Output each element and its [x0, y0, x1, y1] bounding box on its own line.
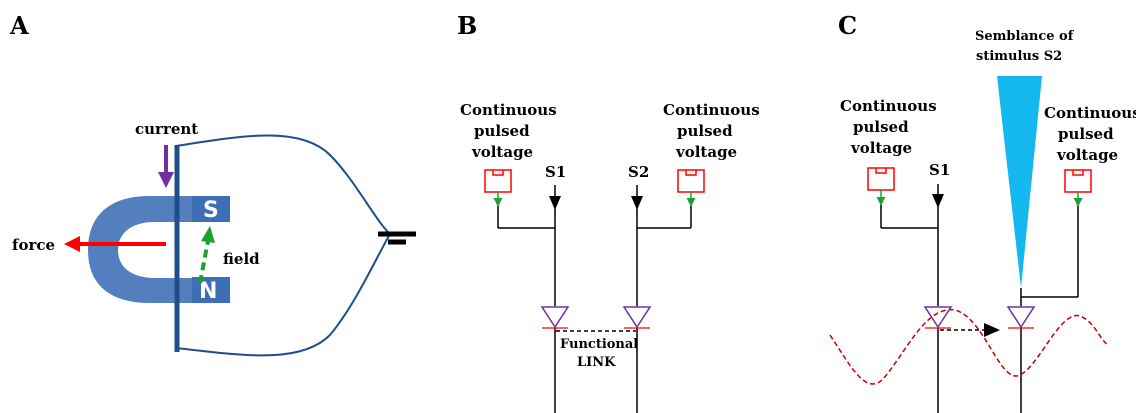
battery-icon: [378, 231, 416, 245]
horseshoe-magnet: S N: [88, 196, 230, 304]
c-left-source-line2: pulsed: [853, 118, 909, 136]
c-stimulus-cone: [997, 76, 1042, 288]
circuit-wire: [175, 134, 392, 357]
current-label: current: [135, 120, 198, 138]
b-left-source-line3: voltage: [471, 143, 533, 161]
c-s1-label: S1: [929, 161, 950, 179]
c-left-voltage-source-icon: [867, 167, 895, 206]
b-link-line1: Functional: [560, 337, 638, 352]
panel-a: A S N current force: [9, 11, 416, 357]
c-stimulus-line2: stimulus S2: [976, 49, 1062, 64]
b-left-source-line1: Continuous: [460, 101, 557, 119]
b-left-source-line2: pulsed: [474, 122, 530, 140]
b-s2-label: S2: [628, 163, 649, 181]
force-label: force: [12, 236, 55, 254]
pole-n-label: N: [199, 279, 217, 304]
c-s1-arrow: [932, 194, 944, 208]
b-s2-arrow: [631, 196, 643, 210]
b-link-line2: LINK: [577, 355, 616, 370]
b-neuron-1: [540, 306, 570, 329]
b-s1-label: S1: [545, 163, 566, 181]
panel-c: C Semblance of stimulus S2 Continuous pu…: [829, 11, 1136, 413]
c-left-source-line1: Continuous: [840, 97, 937, 115]
c-neuron-2: [1006, 306, 1036, 329]
b-neuron-2: [622, 306, 652, 329]
c-left-source-line3: voltage: [850, 139, 912, 157]
c-right-source-line1: Continuous: [1044, 104, 1136, 122]
b-left-voltage-source-icon: [484, 169, 512, 207]
c-stimulus-line1: Semblance of: [975, 29, 1075, 44]
b-s1-arrow: [549, 196, 561, 210]
panel-b: B Continuous pulsed voltage Continuous p…: [457, 11, 760, 413]
force-arrow: [64, 236, 166, 252]
c-wiring: [880, 184, 1079, 413]
c-neuron-1: [923, 306, 953, 329]
b-right-source-line1: Continuous: [663, 101, 760, 119]
c-right-source-line3: voltage: [1056, 146, 1118, 164]
c-link-arrowhead: [984, 323, 1000, 337]
b-wiring: [497, 185, 692, 413]
panel-c-letter: C: [838, 11, 857, 40]
field-label: field: [223, 250, 260, 268]
panel-b-letter: B: [457, 11, 477, 40]
b-right-voltage-source-icon: [677, 169, 705, 207]
field-arrow: [198, 226, 215, 284]
c-right-voltage-source-icon: [1064, 169, 1092, 207]
current-arrow: [158, 145, 174, 188]
pole-s-label: S: [203, 198, 219, 223]
panel-a-letter: A: [9, 11, 29, 40]
c-oscillation-wave: [829, 309, 1109, 385]
b-right-source-line2: pulsed: [677, 122, 733, 140]
c-right-source-line2: pulsed: [1058, 125, 1114, 143]
b-right-source-line3: voltage: [675, 143, 737, 161]
